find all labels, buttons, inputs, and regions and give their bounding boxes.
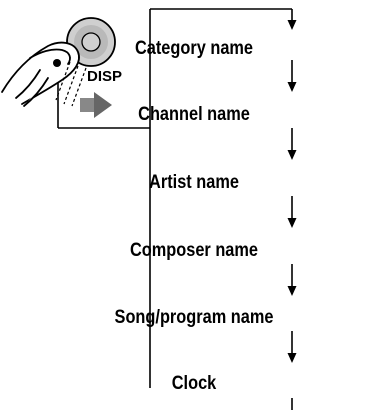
step-song-program-name: Song/program name	[114, 307, 274, 328]
step-channel-name: Channel name	[138, 104, 250, 125]
arrow-3	[287, 196, 297, 228]
disp-button-label: DISP	[87, 68, 123, 85]
right-arrow-icon	[80, 92, 112, 118]
step-composer-name: Composer name	[129, 240, 259, 261]
step-artist-name: Artist name	[149, 172, 239, 193]
arrow-2	[287, 128, 297, 160]
step-category-name: Category name	[134, 38, 254, 59]
arrow-start	[287, 9, 297, 30]
press-point-dot	[53, 59, 61, 67]
arrow-4	[287, 264, 297, 296]
flow-arrows	[287, 9, 297, 410]
arrow-5	[287, 331, 297, 363]
step-clock: Clock	[171, 373, 217, 394]
pressing-finger-icon	[1, 41, 80, 107]
press-motion-lines	[55, 61, 87, 107]
arrow-1	[287, 60, 297, 92]
